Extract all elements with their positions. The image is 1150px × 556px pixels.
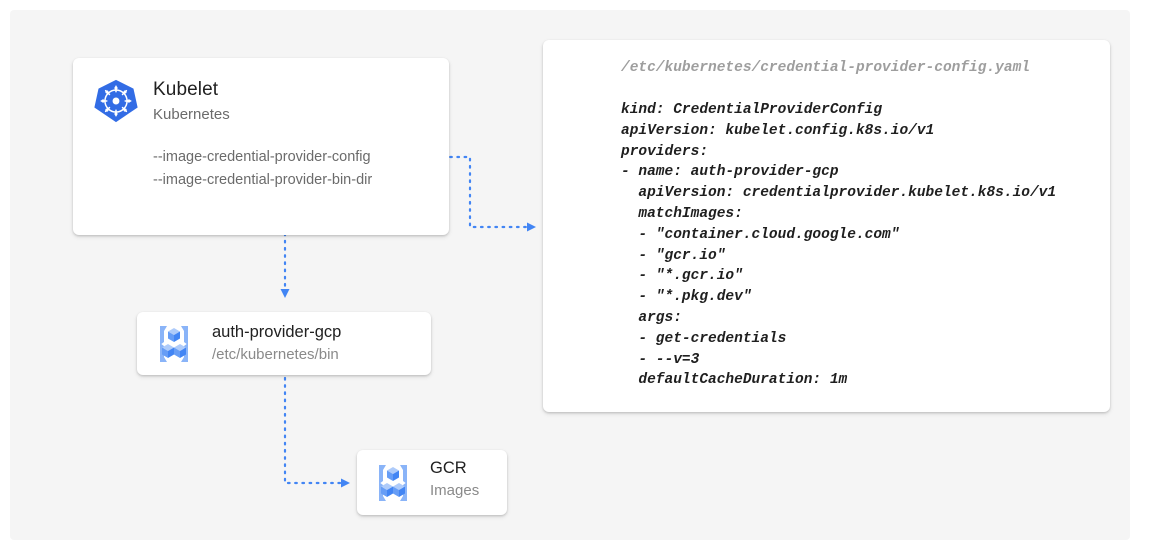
- auth-provider-title: auth-provider-gcp: [212, 323, 342, 341]
- yaml-config-card[interactable]: /etc/kubernetes/credential-provider-conf…: [543, 40, 1110, 412]
- container-registry-icon: [149, 319, 199, 369]
- gcr-card[interactable]: GCR Images: [357, 450, 507, 515]
- kubelet-card[interactable]: Kubelet Kubernetes --image-credential-pr…: [73, 58, 449, 235]
- kubelet-subtitle: Kubernetes: [153, 106, 230, 123]
- yaml-file-path: /etc/kubernetes/credential-provider-conf…: [621, 60, 1030, 76]
- kubelet-flags: --image-credential-provider-config --ima…: [153, 149, 373, 188]
- connector-auth-provider-to-gcr: [283, 376, 351, 488]
- container-registry-icon: [368, 458, 418, 508]
- gcr-title: GCR: [430, 459, 467, 477]
- kubelet-title: Kubelet: [153, 79, 219, 100]
- kubernetes-logo-icon: [93, 78, 139, 124]
- auth-provider-gcp-card[interactable]: auth-provider-gcp /etc/kubernetes/bin: [137, 312, 431, 375]
- diagram-canvas: yaml card --> auth-provider --> gcr -->: [10, 10, 1130, 540]
- gcr-subtitle: Images: [430, 482, 480, 499]
- auth-provider-subtitle: /etc/kubernetes/bin: [212, 346, 339, 363]
- yaml-content: kind: CredentialProviderConfig apiVersio…: [621, 102, 1057, 389]
